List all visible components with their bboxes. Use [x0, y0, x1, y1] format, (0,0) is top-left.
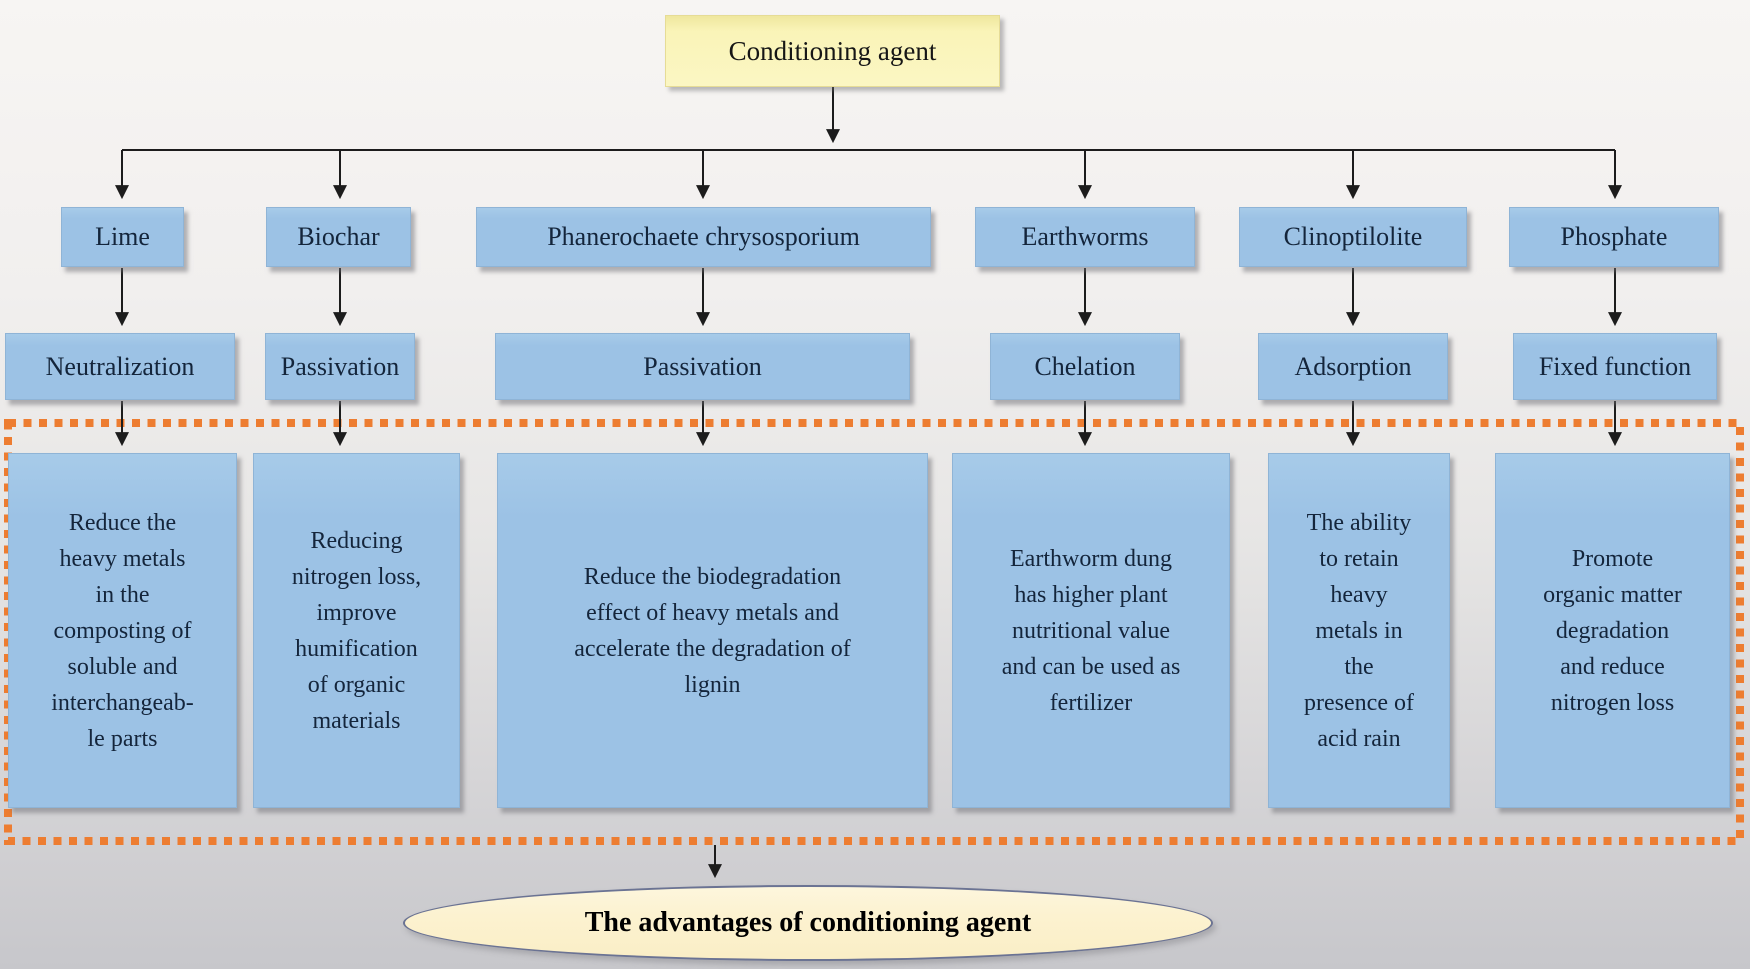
agent-label: Phosphate: [1560, 222, 1668, 251]
advantage-text: The ability to retain heavy metals in th…: [1304, 509, 1414, 752]
agent-label: Earthworms: [1021, 222, 1149, 251]
advantage-node-biochar: Reducing nitrogen loss, improve humifica…: [253, 453, 460, 808]
agent-node-lime: Lime: [61, 207, 184, 267]
advantage-text: Earthworm dung has higher plant nutritio…: [1001, 545, 1181, 716]
function-node-adsorption: Adsorption: [1258, 333, 1448, 400]
agent-node-biochar: Biochar: [266, 207, 411, 267]
agent-label: Phanerochaete chrysosporium: [547, 222, 860, 251]
conclusion-node: The advantages of conditioning agent: [403, 885, 1213, 961]
function-label: Chelation: [1034, 351, 1136, 381]
function-node-chelation: Chelation: [990, 333, 1180, 400]
root-node-conditioning-agent: Conditioning agent: [665, 15, 1000, 87]
conclusion-label: The advantages of conditioning agent: [584, 907, 1032, 938]
advantages-dotted-border: [4, 419, 1744, 845]
function-node-passivation-biochar: Passivation: [265, 333, 415, 400]
advantage-text: Reduce the heavy metals in the compostin…: [51, 509, 194, 752]
function-label: Fixed function: [1538, 351, 1692, 381]
agent-node-clinoptilolite: Clinoptilolite: [1239, 207, 1467, 267]
advantage-node-lime: Reduce the heavy metals in the compostin…: [8, 453, 237, 808]
agent-label: Lime: [95, 222, 150, 251]
function-label: Passivation: [280, 351, 400, 381]
advantage-text: Reduce the biodegradation effect of heav…: [574, 563, 851, 698]
agent-node-phosphate: Phosphate: [1509, 207, 1719, 267]
root-label: Conditioning agent: [728, 35, 937, 66]
agent-label: Biochar: [297, 222, 380, 251]
function-label: Passivation: [643, 351, 762, 381]
advantage-node-clinoptilolite: The ability to retain heavy metals in th…: [1268, 453, 1450, 808]
function-label: Adsorption: [1294, 351, 1412, 381]
function-label: Neutralization: [45, 351, 195, 381]
advantage-node-phosphate: Promote organic matter degradation and r…: [1495, 453, 1730, 808]
agent-node-earthworms: Earthworms: [975, 207, 1195, 267]
advantage-text: Reducing nitrogen loss, improve humifica…: [291, 527, 422, 734]
agent-label: Clinoptilolite: [1283, 222, 1423, 251]
agent-node-phanerochaete-chrysosporium: Phanerochaete chrysosporium: [476, 207, 931, 267]
function-node-fixed-function: Fixed function: [1513, 333, 1717, 400]
advantage-node-phanerochaete-chrysosporium: Reduce the biodegradation effect of heav…: [497, 453, 928, 808]
function-node-passivation-phanerochaete: Passivation: [495, 333, 910, 400]
function-node-neutralization: Neutralization: [5, 333, 235, 400]
advantage-text: Promote organic matter degradation and r…: [1543, 545, 1682, 716]
advantage-node-earthworms: Earthworm dung has higher plant nutritio…: [952, 453, 1230, 808]
